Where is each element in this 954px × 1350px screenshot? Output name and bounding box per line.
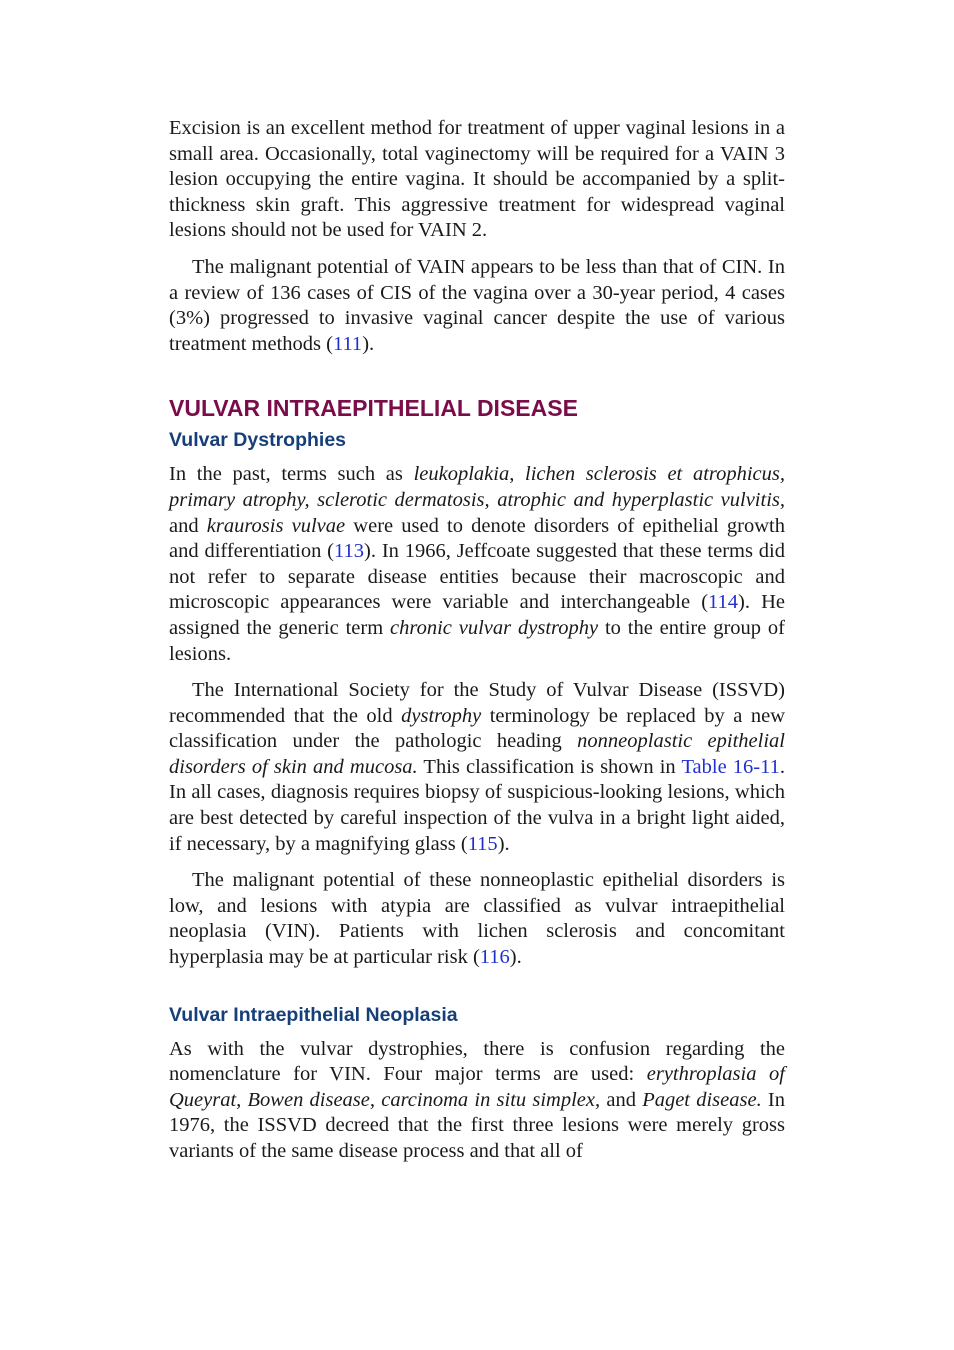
paragraph-terms-history: In the past, terms such as leukoplakia, … (169, 463, 786, 665)
paragraph-malignant-potential-disorders: The malignant potential of these nonneop… (169, 869, 785, 969)
document-page: Excision is an excellent method for trea… (169, 116, 785, 1165)
section-heading: VULVAR INTRAEPITHELIAL DISEASE (169, 395, 578, 422)
paragraph-malignant-potential-vain: The malignant potential of VAIN appears … (169, 255, 785, 355)
reference-link-115[interactable]: 115 (467, 832, 498, 855)
paragraph-vin-nomenclature: As with the vulvar dystrophies, there is… (169, 1037, 786, 1162)
reference-link-114[interactable]: 114 (708, 591, 739, 614)
paragraph-issvd-classification: The International Society for the Study … (169, 679, 785, 855)
subsection-heading-dystrophies: Vulvar Dystrophies (169, 429, 347, 452)
reference-link-116[interactable]: 116 (479, 946, 510, 969)
reference-link-111[interactable]: 111 (332, 332, 363, 355)
subsection-heading-vin: Vulvar Intraepithelial Neoplasia (169, 1003, 458, 1026)
paragraph-excision: Excision is an excellent method for trea… (169, 117, 785, 242)
table-link-16-11[interactable]: Table 16-11 (681, 755, 780, 778)
reference-link-113[interactable]: 113 (334, 540, 365, 563)
